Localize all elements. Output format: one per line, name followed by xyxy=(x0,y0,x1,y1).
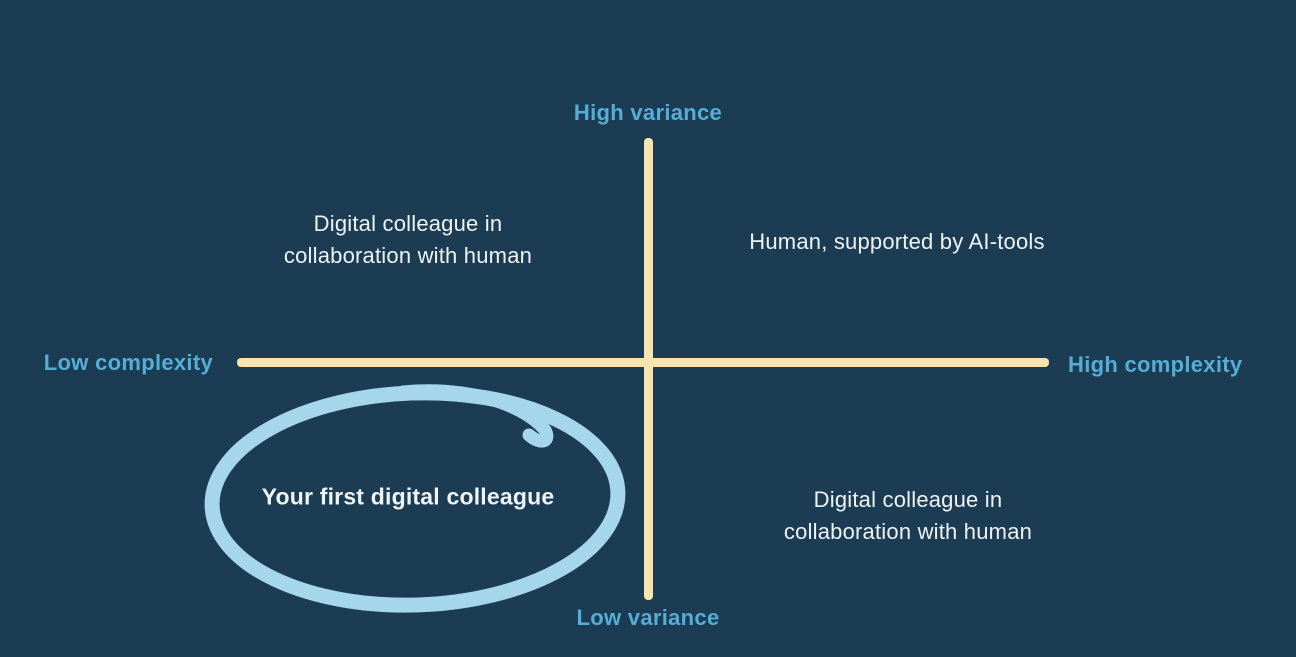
quadrant-bottom-right-text: Digital colleague in collaboration with … xyxy=(783,487,1033,544)
horizontal-axis-line xyxy=(237,358,1049,367)
hand-drawn-circle-annotation xyxy=(198,378,632,616)
quadrant-top-left-text: Digital colleague in collaboration with … xyxy=(283,211,533,268)
axis-label-low-complexity: Low complexity xyxy=(43,350,213,375)
vertical-axis-line xyxy=(644,138,653,600)
axis-label-high-variance: High variance xyxy=(573,100,723,125)
axis-label-low-variance: Low variance xyxy=(576,605,720,630)
axis-label-high-complexity: High complexity xyxy=(1068,352,1243,377)
highlight-label-first-digital-colleague: Your first digital colleague xyxy=(261,483,555,510)
quadrant-top-right-text: Human, supported by AI-tools xyxy=(749,229,1045,254)
